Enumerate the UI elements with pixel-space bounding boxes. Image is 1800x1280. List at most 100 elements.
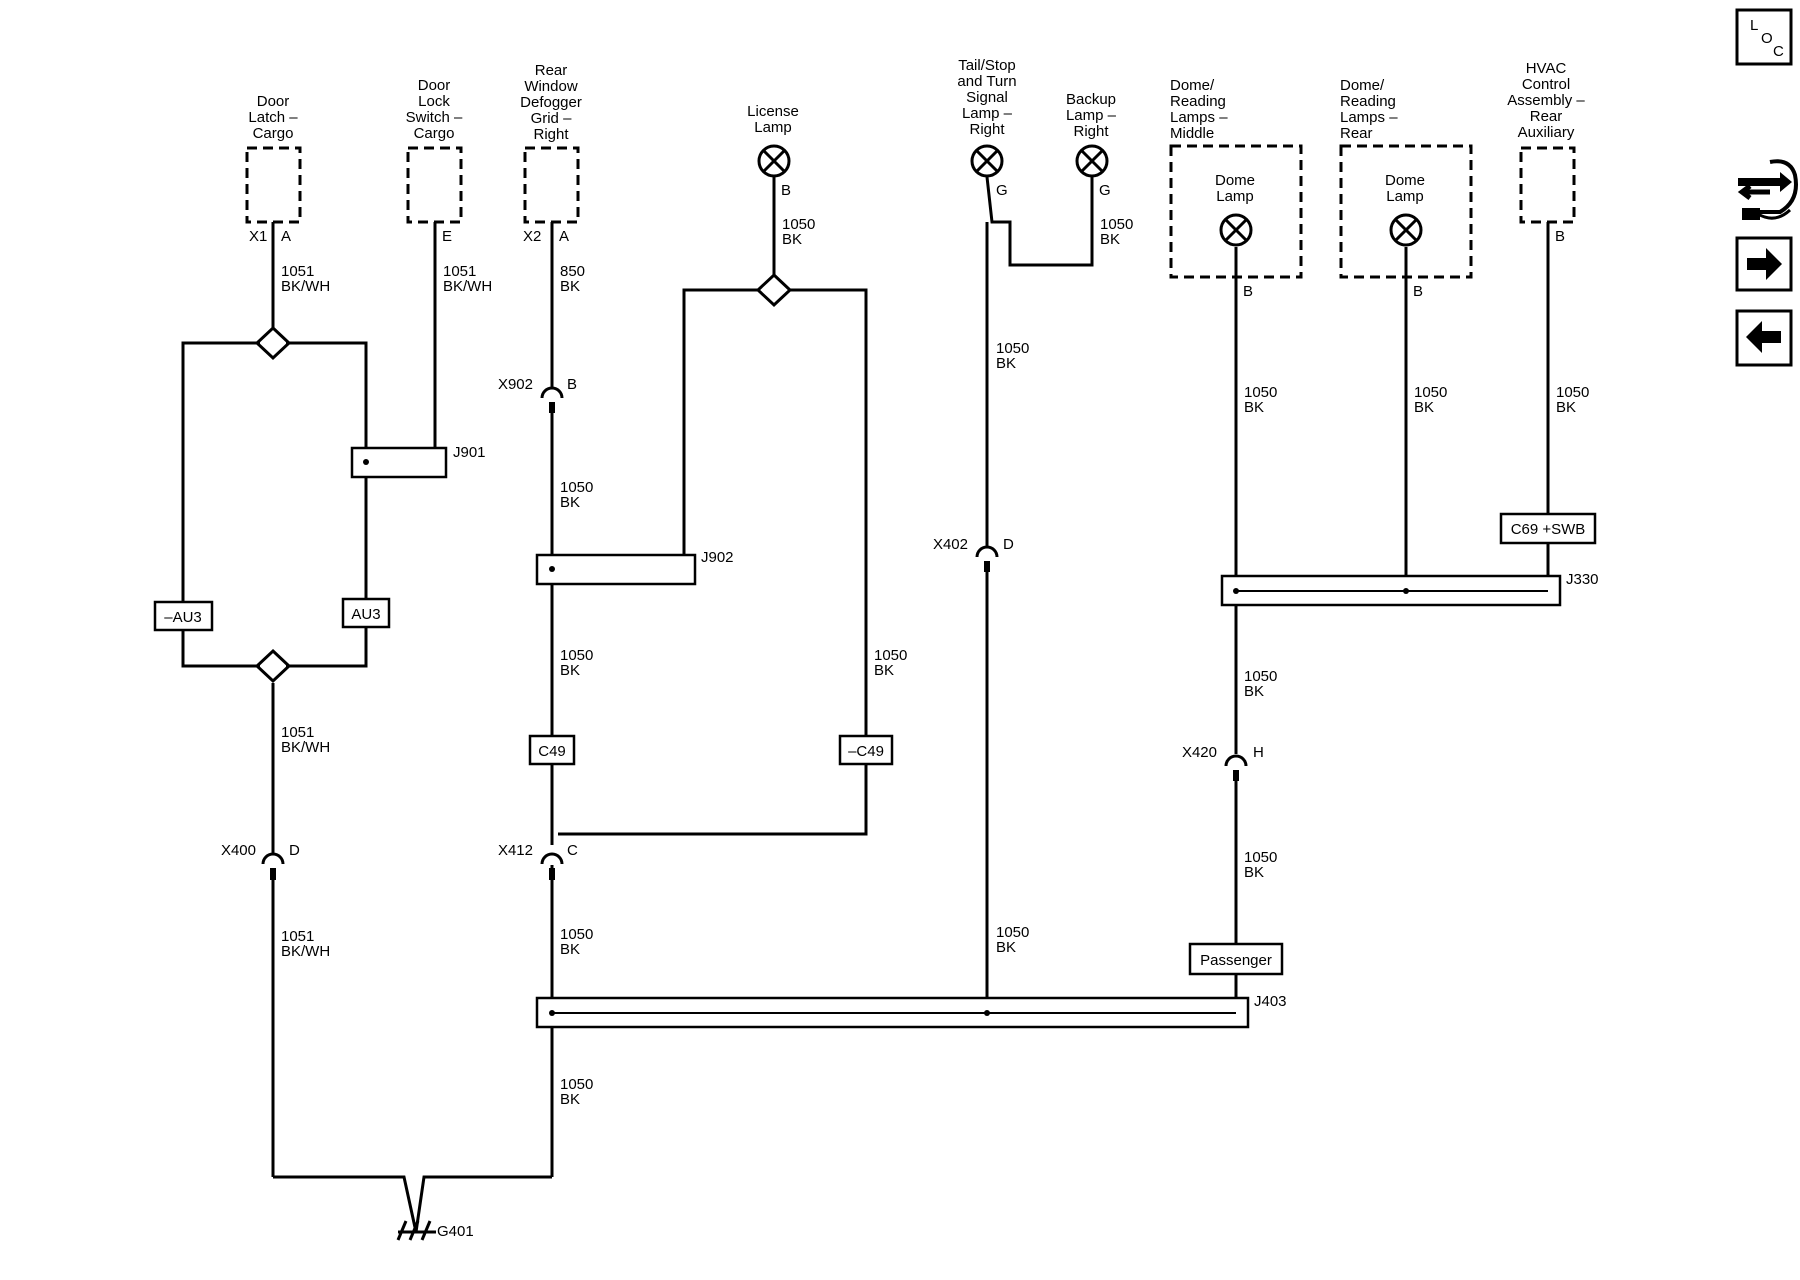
junction-lower-left: [254, 648, 292, 684]
svg-text:G: G: [996, 182, 1008, 199]
defogger-box: [523, 146, 580, 224]
previous-page-button[interactable]: [1735, 309, 1793, 367]
svg-text:A: A: [559, 228, 569, 245]
door-lock-switch-box: [406, 146, 463, 224]
dome-rear-box: [1339, 144, 1473, 279]
svg-text:B: B: [1555, 228, 1565, 245]
backup-lamp-icon: [1075, 144, 1109, 178]
splice-labels: J901 J902 J330 J403: [453, 444, 1599, 1010]
lamps: [757, 144, 1423, 247]
option-neg-c49: [838, 734, 894, 766]
nav-loc-button[interactable]: L O C: [1735, 8, 1793, 66]
svg-text:B: B: [567, 376, 577, 393]
next-page-button[interactable]: [1735, 236, 1793, 292]
components: [245, 144, 1576, 279]
splice-j902: [535, 553, 697, 586]
license-lamp-icon: [757, 144, 791, 178]
junction-upper-left: [254, 325, 292, 361]
pin-labels: X1 A E X2 A B G G B B B X902 B X402 D X4…: [221, 182, 1565, 859]
svg-text:C69 +SWB: C69 +SWB: [1511, 521, 1586, 538]
svg-text:X2: X2: [523, 228, 541, 245]
option-c69-swb: [1499, 512, 1597, 545]
dome-lamp-middle-icon: [1219, 213, 1253, 247]
svg-text:–C49: –C49: [848, 743, 884, 760]
svg-text:B: B: [1413, 283, 1423, 300]
svg-text:A: A: [281, 228, 291, 245]
tail-lamp-icon: [970, 144, 1004, 178]
connector-x412-icon: [540, 852, 564, 880]
svg-text:X402: X402: [933, 536, 968, 553]
svg-text:J403: J403: [1254, 993, 1287, 1010]
svg-text:X1: X1: [249, 228, 267, 245]
option-c49: [528, 734, 576, 766]
svg-text:–AU3: –AU3: [164, 609, 202, 626]
splice-packs: [350, 446, 1562, 1029]
connector-x902-icon: [540, 386, 564, 413]
svg-text:H: H: [1253, 744, 1264, 761]
connector-x420-icon: [1224, 754, 1248, 781]
svg-text:E: E: [442, 228, 452, 245]
svg-text:C: C: [567, 842, 578, 859]
dome-lamp-rear-icon: [1389, 213, 1423, 247]
svg-text:B: B: [781, 182, 791, 199]
connector-x400-icon: [261, 852, 285, 880]
inline-connectors: [261, 386, 1248, 880]
svg-text:D: D: [1003, 536, 1014, 553]
option-au3: [341, 597, 391, 629]
svg-text:X902: X902: [498, 376, 533, 393]
junction-license: [755, 272, 793, 308]
svg-text:O: O: [1761, 30, 1773, 47]
wire-junctions: [254, 272, 793, 684]
svg-text:G: G: [1099, 182, 1111, 199]
svg-text:X412: X412: [498, 842, 533, 859]
ground-symbol-icon: [396, 1220, 436, 1241]
hvac-aux-box: [1519, 146, 1576, 224]
connector-swap-icon[interactable]: [1737, 159, 1798, 220]
svg-text:D: D: [289, 842, 300, 859]
svg-text:B: B: [1243, 283, 1253, 300]
dome-middle-box: [1169, 144, 1303, 279]
option-passenger: [1188, 942, 1284, 976]
svg-text:J901: J901: [453, 444, 486, 461]
svg-text:X400: X400: [221, 842, 256, 859]
connector-x402-icon: [975, 545, 999, 572]
svg-text:AU3: AU3: [351, 606, 380, 623]
option-boxes: [153, 512, 1597, 976]
svg-text:J902: J902: [701, 549, 734, 566]
wires: [181, 176, 1550, 1233]
option-neg-au3: [153, 600, 214, 632]
ground-label: G401: [437, 1223, 474, 1240]
svg-text:C49: C49: [538, 743, 566, 760]
svg-text:C: C: [1773, 43, 1784, 60]
